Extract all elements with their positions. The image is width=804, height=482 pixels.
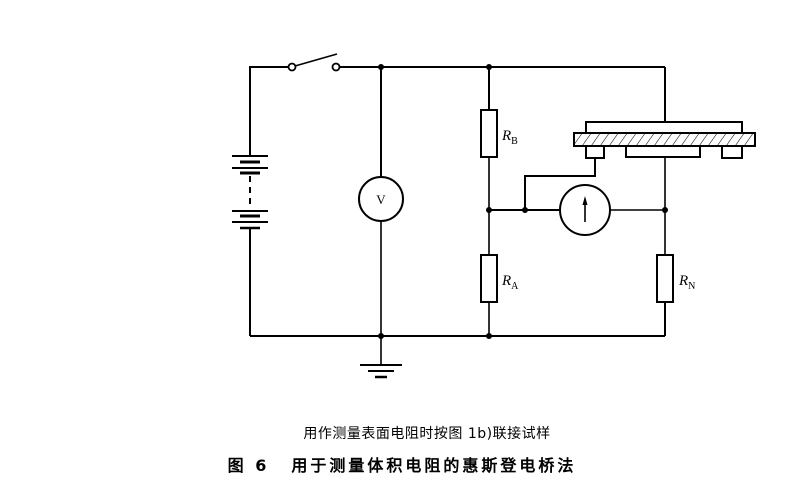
- battery: [232, 155, 268, 336]
- figure-caption: 图 6 用于测量体积电阻的惠斯登电桥法: [0, 452, 804, 476]
- hatched-specimen: [573, 132, 756, 147]
- voltmeter: V: [358, 67, 404, 365]
- label-rn: RN: [678, 273, 695, 292]
- switch: [287, 53, 341, 72]
- figure-title: 用于测量体积电阻的惠斯登电桥法: [291, 456, 577, 475]
- bridge-right-arm: [656, 158, 674, 303]
- ground-icon: [360, 364, 402, 379]
- resistor-rn: [656, 254, 674, 303]
- measuring-electrode: [625, 145, 701, 158]
- junction-dots: [378, 64, 668, 339]
- figure-number: 图 6: [227, 456, 270, 475]
- bridge-left-arm: [480, 67, 498, 336]
- guard-electrode-right: [721, 145, 743, 159]
- bottom-wire: [250, 302, 666, 337]
- guard-electrode-left: [585, 145, 605, 159]
- label-ra: RA: [501, 273, 519, 292]
- resistor-rb: [480, 109, 498, 158]
- galvanometer-branch: [489, 158, 665, 236]
- circuit-diagram: V RB RA RN: [232, 53, 756, 379]
- top-wire: [249, 66, 666, 156]
- resistor-ra: [480, 254, 498, 303]
- caption-note: 用作测量表面电阻时按图 1b)联接试样: [303, 426, 551, 442]
- top-electrode: [585, 121, 743, 134]
- specimen: [573, 121, 756, 159]
- label-rb: RB: [501, 128, 518, 147]
- voltmeter-label: V: [376, 192, 386, 207]
- arrow-up-icon: [582, 196, 588, 205]
